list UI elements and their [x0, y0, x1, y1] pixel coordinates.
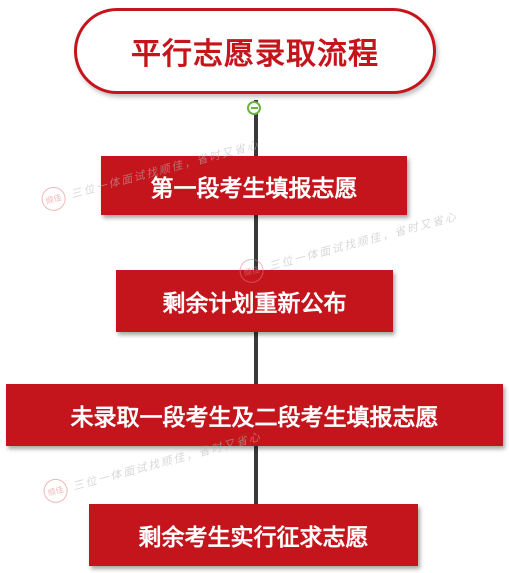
flow-step-4: 剩余考生实行征求志愿 [89, 504, 418, 566]
watermark-seal-icon: 顺佳 [38, 184, 69, 214]
flow-title: 平行志愿录取流程 [131, 37, 379, 72]
flow-title-box: 平行志愿录取流程 [74, 8, 436, 94]
flow-step-2: 剩余计划重新公布 [116, 270, 393, 332]
flow-step-3: 未录取一段考生及二段考生填报志愿 [6, 384, 503, 446]
watermark-text: 三位一体面试找顺佳，省时又省心 [267, 209, 460, 273]
flow-step-1: 第一段考生填报志愿 [101, 156, 407, 215]
watermark-seal-icon: 顺佳 [40, 476, 71, 506]
connector-junction-icon [247, 101, 261, 115]
